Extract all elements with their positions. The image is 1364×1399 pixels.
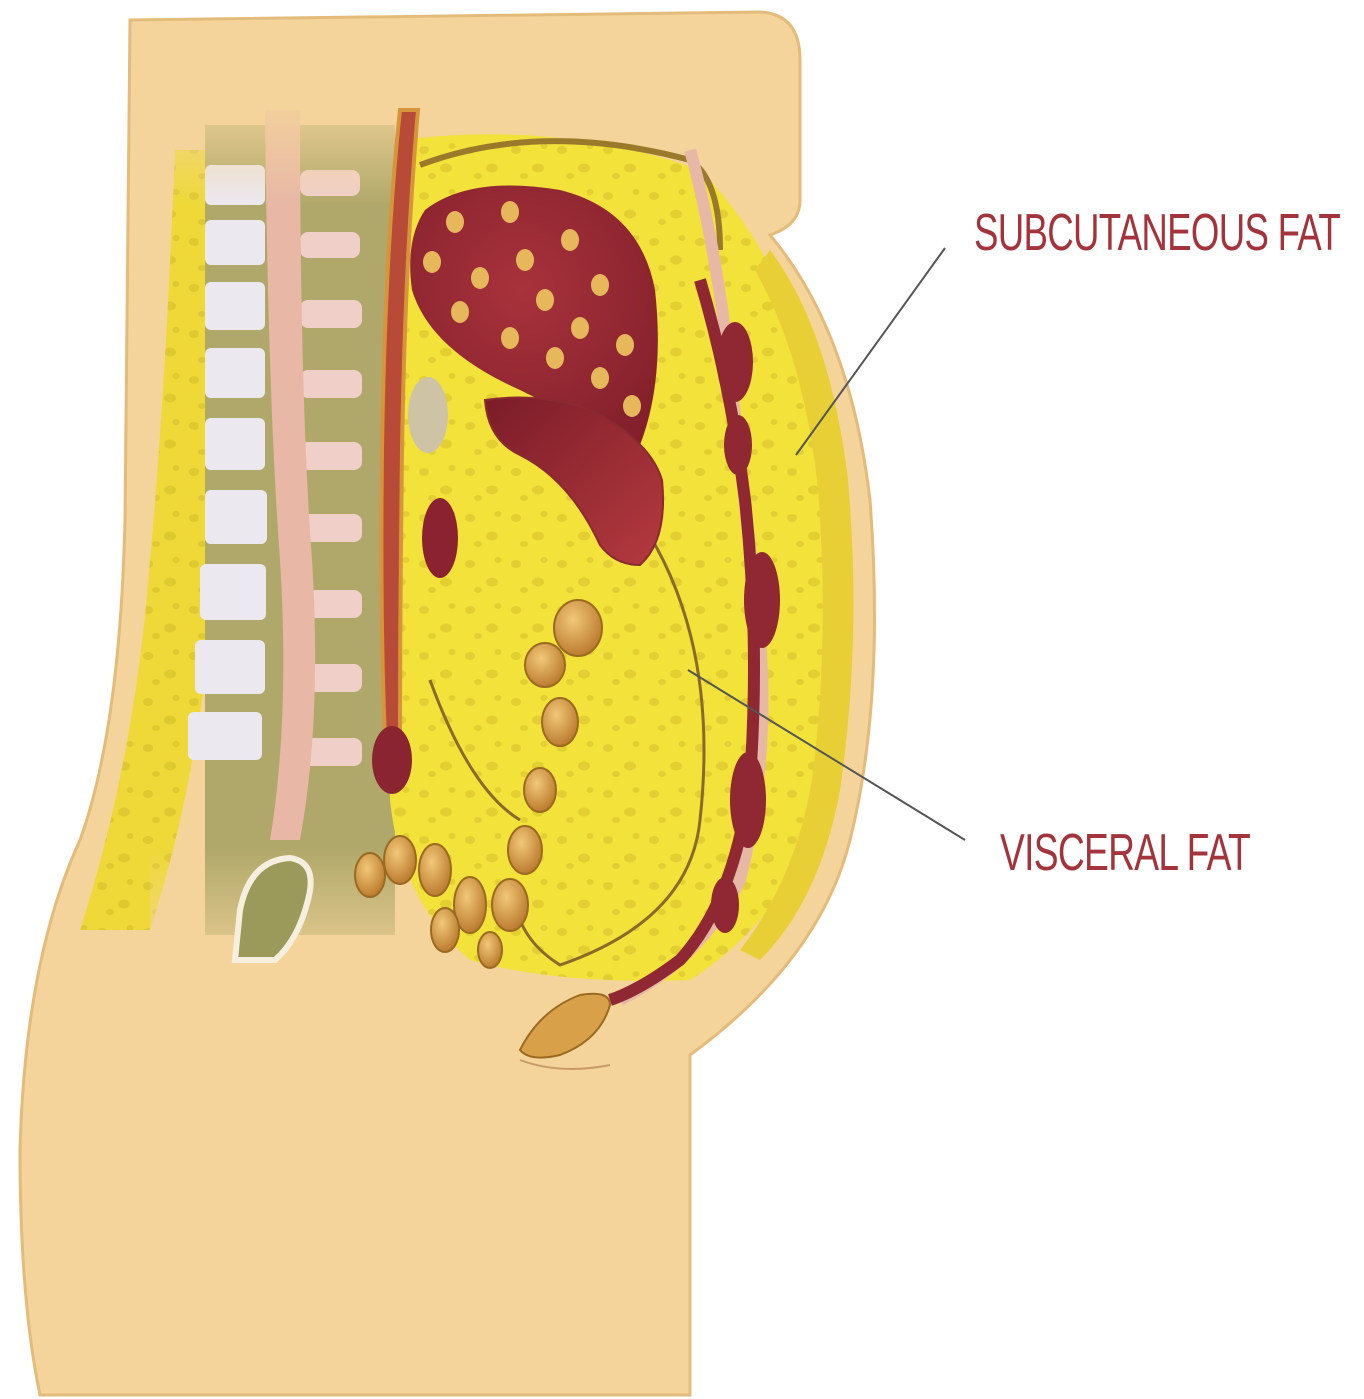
kidney xyxy=(422,498,458,578)
pancreas xyxy=(408,377,448,453)
visceral-fat-label: VISCERAL FAT xyxy=(1000,824,1250,882)
subcutaneous-fat-label: SUBCUTANEOUS FAT xyxy=(974,204,1340,262)
